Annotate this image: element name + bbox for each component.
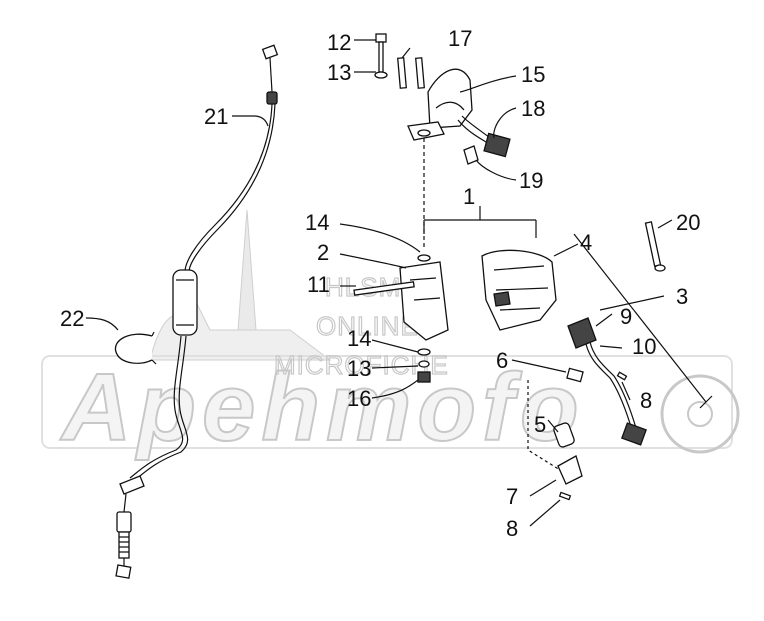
leader-lines (85, 39, 713, 527)
callout-17: 17 (448, 26, 472, 51)
callout-1: 1 (463, 184, 475, 209)
watermark-line-2: ONLINE (316, 311, 419, 341)
watermark-spire-icon (237, 209, 257, 331)
callout-20: 20 (676, 210, 700, 235)
callout-11: 11 (307, 272, 330, 297)
callout-15: 15 (521, 62, 545, 87)
callout-9: 9 (620, 304, 632, 329)
callout-2: 2 (317, 240, 329, 265)
callout-8-right: 8 (640, 388, 652, 413)
callout-7: 7 (506, 484, 518, 509)
callout-13-lower: 13 (347, 356, 371, 381)
callout-21: 21 (204, 104, 228, 129)
callout-14-lower: 14 (347, 326, 371, 351)
clamp-ring-part (114, 331, 157, 365)
callout-22: 22 (60, 306, 84, 331)
lever-housing-assembly (353, 254, 449, 383)
callout-19: 19 (519, 168, 543, 193)
watermark-logo: Apehmofo (41, 353, 740, 462)
callout-12: 12 (327, 30, 351, 55)
callout-4: 4 (580, 230, 592, 255)
callout-10: 10 (632, 334, 656, 359)
upper-bracket-assembly (374, 33, 511, 250)
callout-5: 5 (534, 412, 546, 437)
throttle-cable-part (115, 44, 279, 579)
callout-labels: 21 22 12 13 17 15 18 19 1 14 2 11 14 13 … (60, 26, 700, 541)
callout-13-upper: 13 (327, 60, 351, 85)
callout-14-upper: 14 (305, 210, 329, 235)
callout-18: 18 (521, 96, 545, 121)
callout-3: 3 (676, 284, 688, 309)
callout-8-lower: 8 (506, 516, 518, 541)
callout-6: 6 (496, 348, 508, 373)
callout-16: 16 (347, 386, 371, 411)
master-cylinder-assembly (481, 221, 666, 501)
watermark-brand-text: Apehmofo (60, 354, 585, 461)
